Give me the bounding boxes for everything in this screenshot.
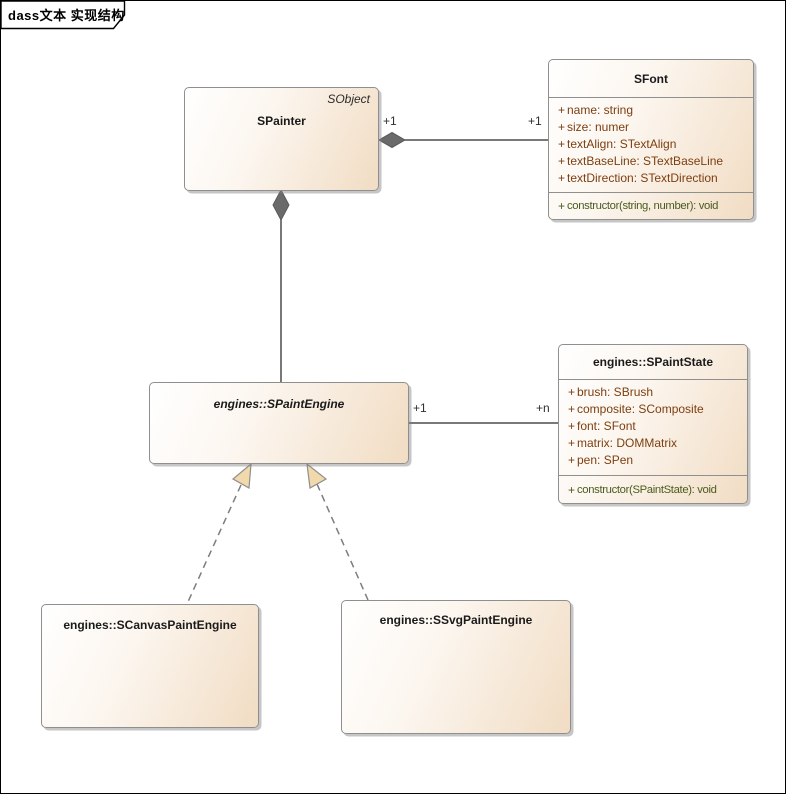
stereotype-label: SObject [327,92,370,106]
composition-diamond-spaintengine [272,188,290,222]
attribute-text: textBaseLine: STextBaseLine [567,154,724,168]
visibility: + [568,436,576,450]
attribute-row: +textBaseLine: STextBaseLine [549,153,753,170]
attribute-text: brush: SBrush [577,385,654,399]
attribute-row: +name: string [549,102,753,119]
diagram-title: dass文本 实现结构 [8,8,125,23]
class-spaintstate[interactable]: engines::SPaintState +brush: SBrush +com… [558,344,748,504]
attribute-text: size: numer [567,120,630,134]
visibility: + [568,385,576,399]
multiplicity-sfont-end: +1 [528,114,542,128]
class-spaintengine[interactable]: engines::SPaintEngine [149,382,409,464]
realization-ssvg-line[interactable] [316,483,369,601]
class-name: engines::SPaintEngine [213,397,345,411]
visibility: + [568,419,576,433]
class-spainter[interactable]: SObject SPainter [184,87,379,191]
attribute-text: name: string [567,103,634,117]
visibility: + [558,120,566,134]
operation-row: +constructor(SPaintState): void [559,482,747,499]
class-scanvaspaintengine[interactable]: engines::SCanvasPaintEngine [41,604,259,728]
class-name: SFont [634,71,668,86]
visibility: + [568,483,576,497]
class-name: SPainter [257,114,306,128]
realization-arrowhead-scanvas [231,462,252,489]
diagram-tab-shape [1,1,126,30]
visibility: + [558,137,566,151]
class-name: engines::SSvgPaintEngine [379,613,533,627]
diagram-frame-tab[interactable]: dass文本 实现结构 [1,1,133,31]
operation-row: +constructor(string, number): void [549,198,753,215]
visibility: + [558,154,566,168]
operations-compartment: +constructor(SPaintState): void [559,475,747,504]
operation-text: constructor(string, number): void [567,200,719,212]
operations-compartment: +constructor(string, number): void [549,192,753,220]
realization-arrowhead-ssvg [306,462,328,489]
operation-text: constructor(SPaintState): void [577,484,717,496]
attribute-text: textAlign: STextAlign [567,137,677,151]
attribute-row: +textAlign: STextAlign [549,136,753,153]
visibility: + [558,171,566,185]
multiplicity-spaintengine-end: +1 [413,401,427,415]
composition-diamond-sfont [377,131,407,149]
attribute-row: +font: SFont [559,418,747,435]
attribute-text: font: SFont [577,419,636,433]
multiplicity-spaintstate-end: +n [536,401,550,415]
visibility: + [558,199,566,213]
attribute-row: +size: numer [549,119,753,136]
visibility: + [568,402,576,416]
attribute-text: pen: SPen [577,453,634,467]
attribute-text: matrix: DOMMatrix [577,436,677,450]
realization-scanvas-line[interactable] [186,484,242,605]
class-name: engines::SPaintState [592,355,714,369]
attribute-row: +brush: SBrush [559,384,747,401]
attribute-row: +matrix: DOMMatrix [559,435,747,452]
attributes-compartment: +brush: SBrush +composite: SComposite +f… [559,379,747,475]
class-ssvgpaintengine[interactable]: engines::SSvgPaintEngine [341,600,571,734]
attribute-row: +textDirection: STextDirection [549,170,753,187]
attribute-row: +pen: SPen [559,452,747,469]
visibility: + [558,103,566,117]
attribute-row: +composite: SComposite [559,401,747,418]
visibility: + [568,453,576,467]
attribute-text: composite: SComposite [577,402,704,416]
multiplicity-spainter-end: +1 [383,114,397,128]
class-sfont[interactable]: SFont +name: string +size: numer +textAl… [548,59,754,220]
attributes-compartment: +name: string +size: numer +textAlign: S… [549,97,753,192]
attribute-text: textDirection: STextDirection [567,171,718,185]
class-name: engines::SCanvasPaintEngine [63,618,237,632]
